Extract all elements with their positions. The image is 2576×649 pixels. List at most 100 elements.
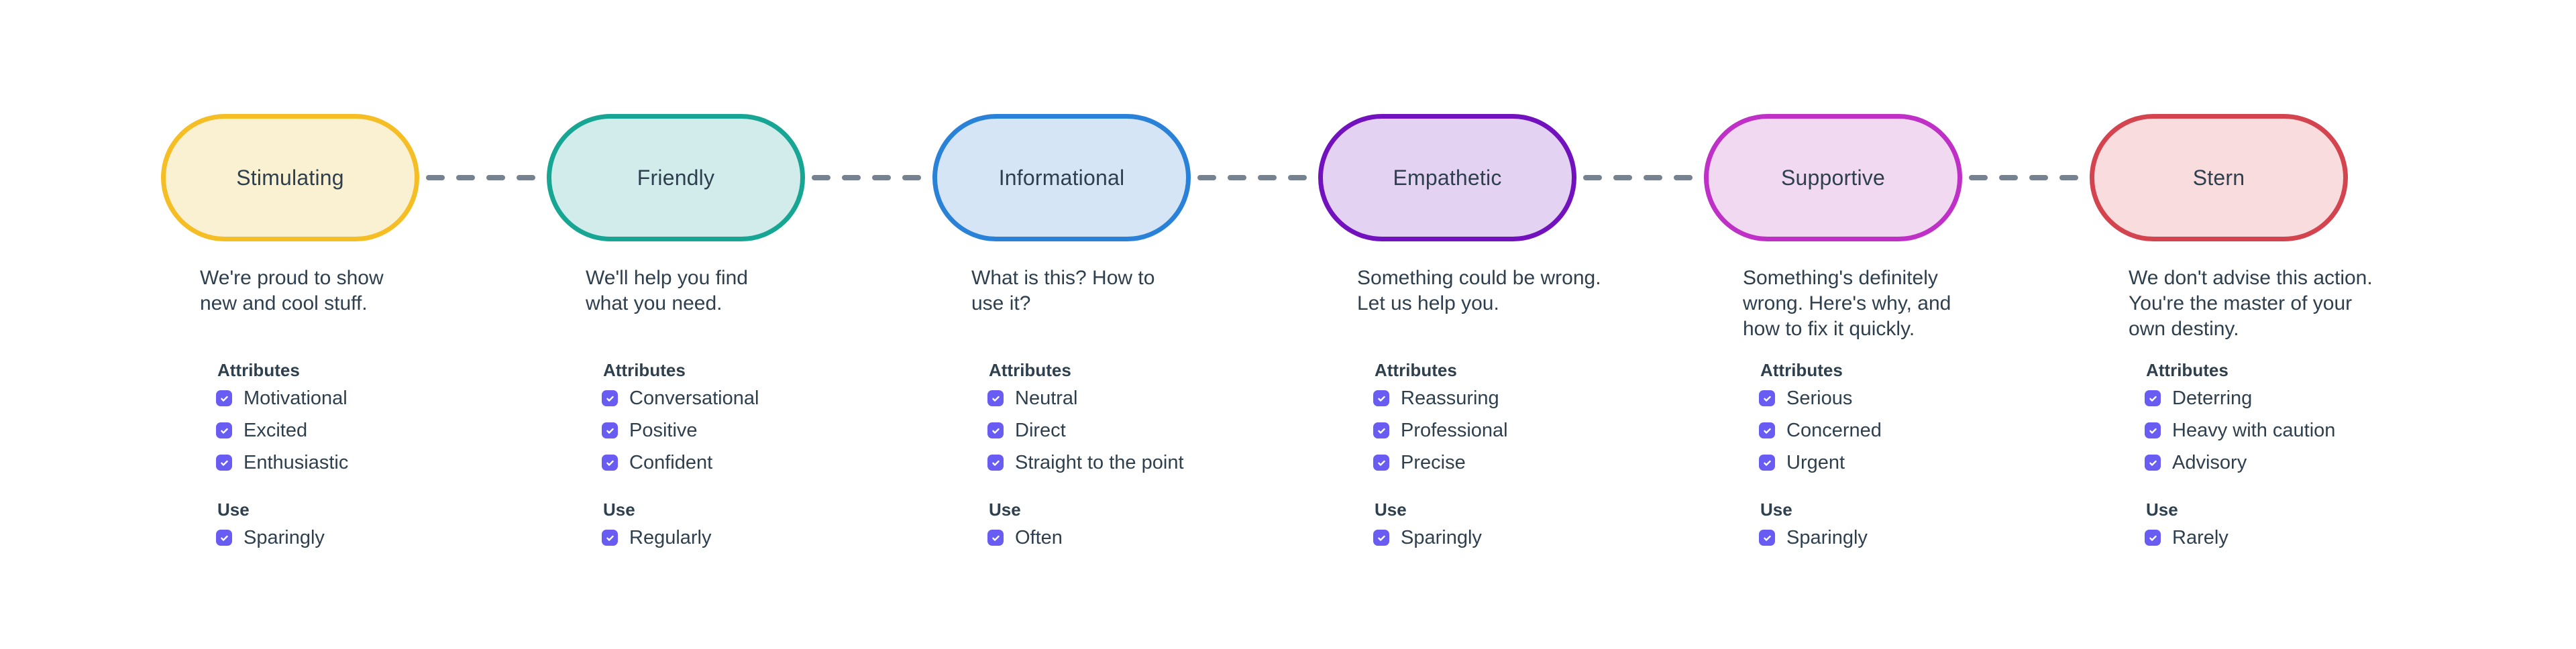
checkbox-checked[interactable] bbox=[216, 390, 232, 406]
attribute-label: Conversational bbox=[629, 387, 759, 409]
use-label: Often bbox=[1015, 526, 1063, 548]
use-heading: Use bbox=[2146, 499, 2178, 520]
checkbox-checked[interactable] bbox=[2145, 390, 2161, 406]
tone-description: We're proud to show new and cool stuff. bbox=[200, 266, 419, 316]
dash bbox=[1288, 175, 1307, 180]
attribute-row: Concerned bbox=[1759, 419, 1882, 441]
attribute-label: Straight to the point bbox=[1015, 451, 1184, 473]
tone-pill-label: Stimulating bbox=[236, 165, 344, 190]
checkmark-icon bbox=[1377, 396, 1385, 402]
attribute-label: Excited bbox=[244, 419, 308, 441]
attribute-label: Heavy with caution bbox=[2172, 419, 2336, 441]
checkmark-icon bbox=[991, 396, 1000, 402]
description-line: wrong. Here's why, and bbox=[1743, 292, 1951, 314]
attribute-row: Straight to the point bbox=[987, 451, 1184, 473]
checkmark-icon bbox=[220, 535, 228, 541]
description-line: We'll help you find bbox=[586, 267, 748, 289]
checkbox-checked[interactable] bbox=[1373, 390, 1389, 406]
attributes-section: Attributes Deterring Heavy with caution … bbox=[2145, 360, 2335, 487]
description-line: We don't advise this action. bbox=[2129, 267, 2373, 289]
attribute-row: Urgent bbox=[1759, 453, 1882, 472]
checkbox-checked[interactable] bbox=[1759, 530, 1775, 546]
tone-pill-label: Supportive bbox=[1781, 165, 1885, 190]
checkbox-checked[interactable] bbox=[602, 390, 618, 406]
checkmark-icon bbox=[606, 396, 614, 402]
checkmark-icon bbox=[220, 396, 228, 402]
connector-dashed-line bbox=[1969, 175, 2078, 180]
checkbox-checked[interactable] bbox=[602, 455, 618, 471]
description-line: new and cool stuff. bbox=[200, 292, 368, 314]
use-row: Sparingly bbox=[216, 526, 325, 548]
checkbox-checked[interactable] bbox=[216, 422, 232, 438]
checkbox-checked[interactable] bbox=[987, 422, 1004, 438]
dash bbox=[486, 175, 505, 180]
checkbox-checked[interactable] bbox=[1759, 422, 1775, 438]
attribute-row: Reassuring bbox=[1373, 388, 1508, 408]
use-section: Use Rarely bbox=[2145, 499, 2229, 562]
tone-pill: Empathetic bbox=[1318, 114, 1576, 241]
checkbox-checked[interactable] bbox=[1373, 455, 1389, 471]
tone-description: What is this? How to use it? bbox=[971, 266, 1191, 316]
checkbox-checked[interactable] bbox=[987, 530, 1004, 546]
use-label: Rarely bbox=[2172, 526, 2229, 548]
attributes-heading: Attributes bbox=[603, 360, 686, 380]
attribute-label: Neutral bbox=[1015, 387, 1078, 409]
checkbox-checked[interactable] bbox=[987, 390, 1004, 406]
dash bbox=[1969, 175, 1988, 180]
checkbox-checked[interactable] bbox=[1373, 422, 1389, 438]
checkbox-checked[interactable] bbox=[1759, 390, 1775, 406]
checkbox-checked[interactable] bbox=[602, 530, 618, 546]
checkbox-checked[interactable] bbox=[2145, 422, 2161, 438]
checkmark-icon bbox=[220, 428, 228, 434]
attributes-heading: Attributes bbox=[989, 360, 1071, 380]
checkmark-icon bbox=[991, 428, 1000, 434]
checkmark-icon bbox=[1377, 428, 1385, 434]
tone-column-supportive: Supportive Something's definitely wrong.… bbox=[1704, 114, 2078, 550]
attribute-row: Precise bbox=[1373, 453, 1508, 472]
attributes-heading: Attributes bbox=[2146, 360, 2229, 380]
use-heading: Use bbox=[217, 499, 250, 520]
tone-pill-label: Informational bbox=[998, 165, 1125, 190]
attributes-section: Attributes Conversational Positive Confi… bbox=[602, 360, 759, 487]
use-section: Use Sparingly bbox=[216, 499, 325, 562]
description-line: What is this? How to bbox=[971, 267, 1155, 289]
description-line: You're the master of your bbox=[2129, 292, 2353, 314]
tone-column-empathetic: Empathetic Something could be wrong. Let… bbox=[1318, 114, 1693, 550]
tone-pill: Stimulating bbox=[161, 114, 419, 241]
checkbox-checked[interactable] bbox=[2145, 530, 2161, 546]
checkmark-icon bbox=[991, 535, 1000, 541]
use-heading: Use bbox=[1760, 499, 1792, 520]
attribute-row: Enthusiastic bbox=[216, 453, 348, 472]
checkmark-icon bbox=[2149, 396, 2157, 402]
checkmark-icon bbox=[2149, 460, 2157, 466]
tone-pill-label: Friendly bbox=[637, 165, 715, 190]
tone-pill: Stern bbox=[2090, 114, 2348, 241]
tone-column-stern: Stern We don't advise this action. You'r… bbox=[2090, 114, 2373, 550]
checkbox-checked[interactable] bbox=[2145, 455, 2161, 471]
description-line: We're proud to show bbox=[200, 267, 384, 289]
checkbox-checked[interactable] bbox=[216, 530, 232, 546]
checkbox-checked[interactable] bbox=[216, 455, 232, 471]
checkmark-icon bbox=[1377, 460, 1385, 466]
dash bbox=[1644, 175, 1662, 180]
dash bbox=[2059, 175, 2078, 180]
description-line: how to fix it quickly. bbox=[1743, 318, 1915, 340]
checkbox-checked[interactable] bbox=[1373, 530, 1389, 546]
attribute-row: Conversational bbox=[602, 387, 759, 409]
attribute-row: Serious bbox=[1759, 388, 1882, 408]
attribute-row: Direct bbox=[987, 420, 1184, 440]
tone-description: Something's definitely wrong. Here's why… bbox=[1743, 266, 1962, 342]
attribute-row: Advisory bbox=[2145, 453, 2335, 472]
checkmark-icon bbox=[606, 460, 614, 466]
attribute-row: Positive bbox=[602, 420, 759, 440]
dash bbox=[456, 175, 475, 180]
checkmark-icon bbox=[1763, 428, 1771, 434]
checkbox-checked[interactable] bbox=[1759, 455, 1775, 471]
use-label: Sparingly bbox=[244, 526, 325, 548]
attribute-label: Confident bbox=[629, 451, 713, 473]
checkbox-checked[interactable] bbox=[987, 455, 1004, 471]
attribute-label: Concerned bbox=[1786, 419, 1882, 441]
attributes-section: Attributes Neutral Direct Straight to th… bbox=[987, 360, 1184, 487]
checkbox-checked[interactable] bbox=[602, 422, 618, 438]
use-row: Sparingly bbox=[1759, 528, 1868, 547]
